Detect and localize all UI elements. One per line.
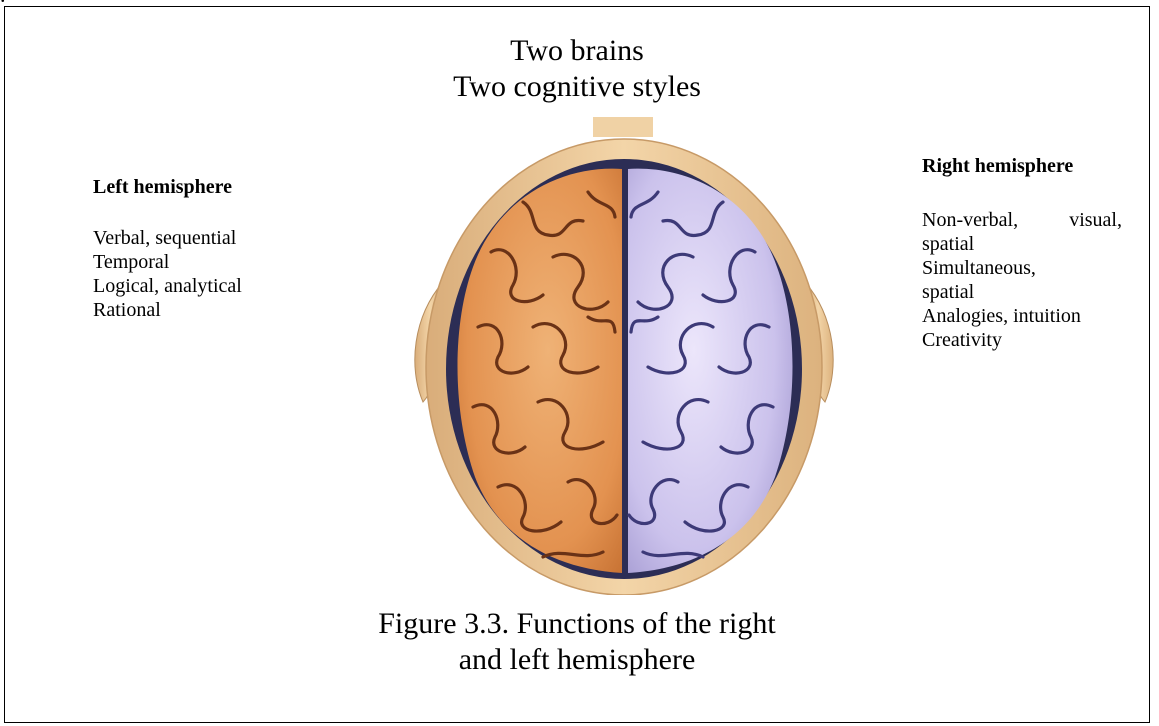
- caption-line-2: and left hemisphere: [5, 642, 1149, 678]
- brain-top-view-illustration: [403, 117, 843, 595]
- right-hemisphere-panel: Right hemisphere Non-verbal, visual, spa…: [922, 154, 1122, 352]
- right-item-analogies: Analogies, intuition: [922, 304, 1122, 328]
- figure-caption: Figure 3.3. Functions of the right and l…: [5, 606, 1149, 678]
- left-hemisphere-heading: Left hemisphere: [93, 175, 393, 199]
- left-item-temporal: Temporal: [93, 250, 393, 274]
- title-line-1: Two brains: [5, 33, 1149, 69]
- right-hemisphere-heading: Right hemisphere: [922, 154, 1122, 178]
- left-item-rational: Rational: [93, 298, 393, 322]
- right-item-simultaneous: Simultaneous, spatial: [922, 256, 1047, 304]
- right-item-nonverbal: Non-verbal, visual, spatial: [922, 208, 1122, 256]
- caption-line-1: Figure 3.3. Functions of the right: [5, 606, 1149, 642]
- figure-title: Two brains Two cognitive styles: [5, 33, 1149, 105]
- head-top-stub: [593, 117, 653, 137]
- figure-frame: Two brains Two cognitive styles Left hem…: [4, 6, 1150, 723]
- title-line-2: Two cognitive styles: [5, 69, 1149, 105]
- left-hemisphere-panel: Left hemisphere Verbal, sequential Tempo…: [93, 175, 393, 322]
- left-item-verbal: Verbal, sequential: [93, 226, 393, 250]
- right-item-creativity: Creativity: [922, 328, 1122, 352]
- left-item-logical: Logical, analytical: [93, 274, 393, 298]
